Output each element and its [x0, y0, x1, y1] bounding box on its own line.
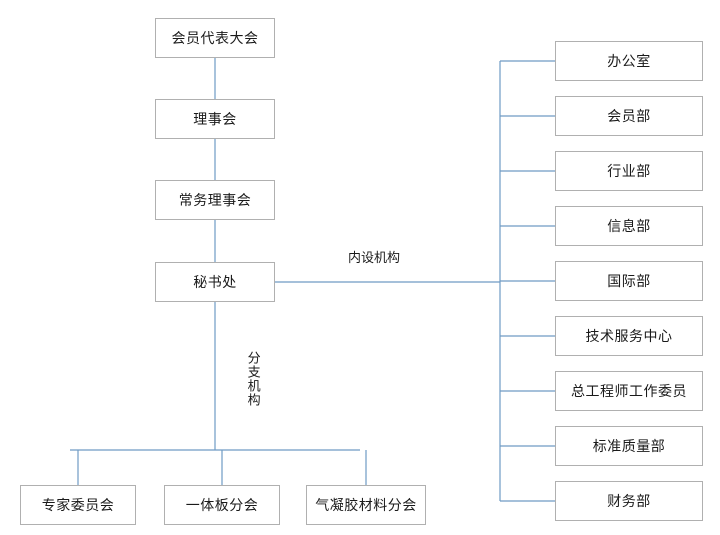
- branch-organizations-label: 分支机构: [244, 350, 262, 408]
- node-chief-engineer-committee[interactable]: 总工程师工作委员: [555, 371, 703, 411]
- node-label: 气凝胶材料分会: [315, 497, 417, 513]
- node-members-congress[interactable]: 会员代表大会: [155, 18, 275, 58]
- node-standard-quality-dept[interactable]: 标准质量部: [555, 426, 703, 466]
- node-label: 专家委员会: [41, 497, 115, 513]
- node-international-dept[interactable]: 国际部: [555, 261, 703, 301]
- node-aerogel-material-branch[interactable]: 气凝胶材料分会: [306, 485, 426, 525]
- internal-departments-label: 内设机构: [346, 246, 403, 267]
- node-integrated-panel-branch[interactable]: 一体板分会: [164, 485, 280, 525]
- node-technical-service-center[interactable]: 技术服务中心: [555, 316, 703, 356]
- node-standing-council[interactable]: 常务理事会: [155, 180, 275, 220]
- node-office[interactable]: 办公室: [555, 41, 703, 81]
- node-label: 会员代表大会: [171, 30, 259, 46]
- node-label: 一体板分会: [185, 497, 259, 513]
- node-membership-dept[interactable]: 会员部: [555, 96, 703, 136]
- node-label: 信息部: [607, 218, 651, 234]
- node-secretariat[interactable]: 秘书处: [155, 262, 275, 302]
- node-label: 行业部: [607, 163, 651, 179]
- node-label: 国际部: [607, 273, 651, 289]
- node-council[interactable]: 理事会: [155, 99, 275, 139]
- node-industry-dept[interactable]: 行业部: [555, 151, 703, 191]
- node-label: 会员部: [607, 108, 651, 124]
- node-label: 技术服务中心: [585, 328, 673, 344]
- node-finance-dept[interactable]: 财务部: [555, 481, 703, 521]
- node-label: 总工程师工作委员: [571, 383, 687, 399]
- node-label: 常务理事会: [178, 192, 252, 208]
- node-label: 标准质量部: [592, 438, 666, 454]
- node-label: 秘书处: [193, 274, 237, 290]
- node-expert-committee[interactable]: 专家委员会: [20, 485, 136, 525]
- node-label: 办公室: [607, 53, 651, 69]
- node-information-dept[interactable]: 信息部: [555, 206, 703, 246]
- node-label: 财务部: [607, 493, 651, 509]
- node-label: 理事会: [193, 111, 237, 127]
